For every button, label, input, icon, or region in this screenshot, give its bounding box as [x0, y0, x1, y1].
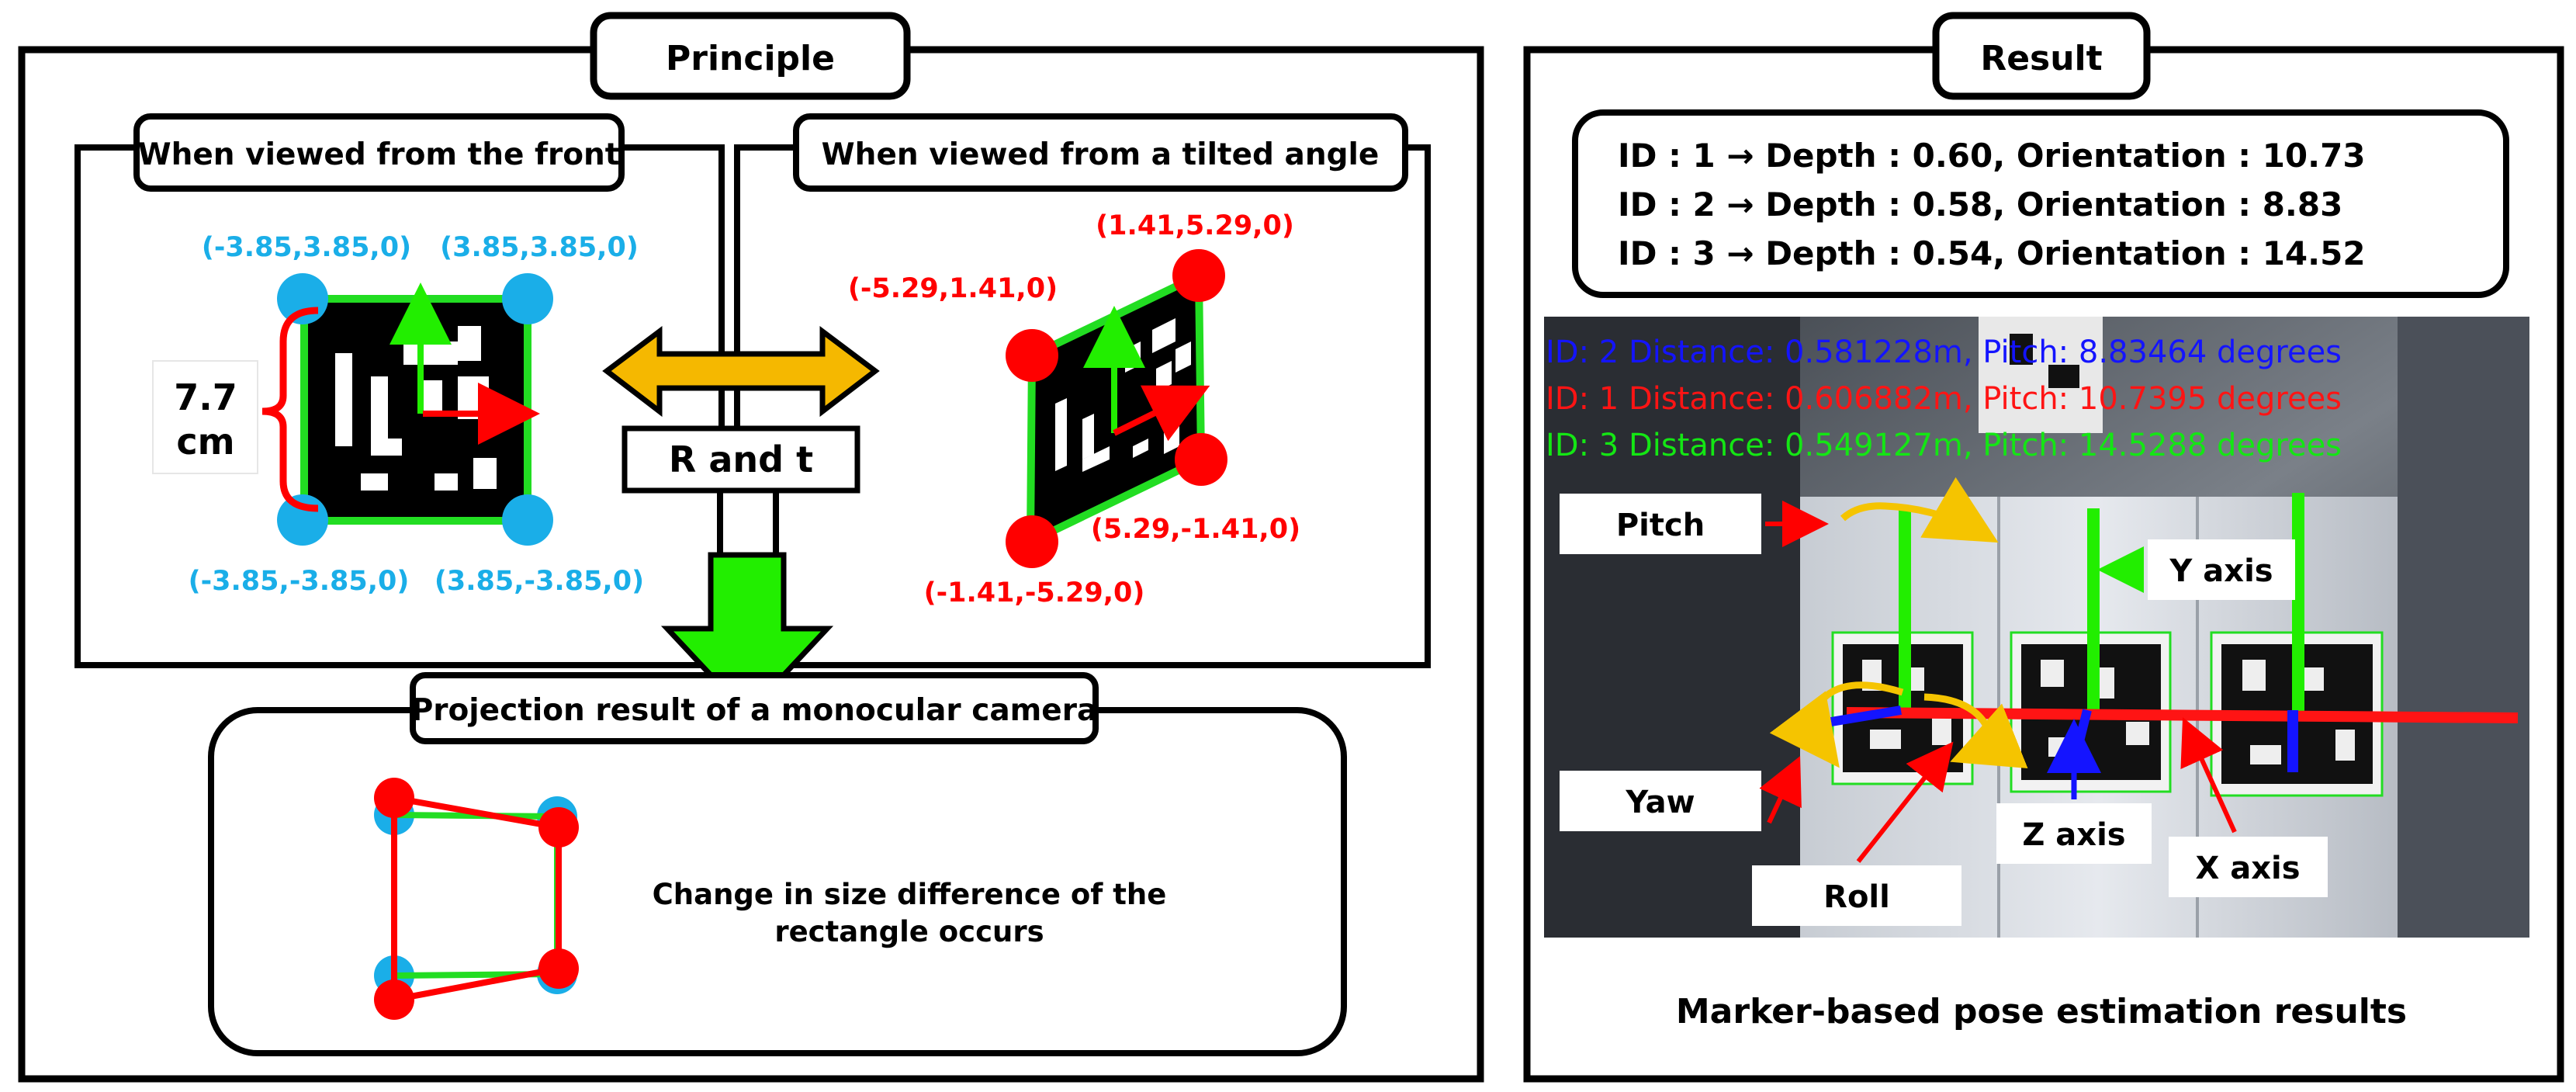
pitch-label: Pitch — [1616, 508, 1705, 543]
front-view-panel: When viewed from the front — [74, 113, 725, 668]
double-arrow-icon — [602, 326, 880, 418]
size-label-value: 7.7 — [174, 376, 237, 418]
projection-panel: Projection result of a monocular camera … — [208, 672, 1347, 1056]
y-axis-label: Y axis — [2169, 553, 2273, 589]
pitch-label-box — [1560, 494, 1761, 554]
tilted-corner-left — [1006, 329, 1058, 382]
size-label-unit: cm — [176, 421, 234, 463]
projection-title: Projection result of a monocular camera — [411, 693, 1098, 728]
overlay-line-id3: ID: 3 Distance: 0.549127m, Pitch: 14.528… — [1546, 428, 2342, 463]
front-corner-bottom-right — [502, 494, 553, 546]
result-caption: Marker-based pose estimation results — [1676, 992, 2407, 1031]
front-aruco-marker — [300, 283, 540, 525]
result-summary-box — [1572, 109, 2509, 298]
tilted-corner-bottom — [1006, 515, 1058, 568]
camera-image: ID: 2 Distance: 0.581228m, Pitch: 8.8346… — [1544, 317, 2529, 938]
yaw-label-box — [1560, 771, 1761, 831]
projection-caption-line1: Change in size difference of the — [653, 878, 1167, 911]
roll-rotation-icon — [1923, 693, 2028, 769]
overlay-line-id2: ID: 2 Distance: 0.581228m, Pitch: 8.8346… — [1546, 335, 2342, 370]
tilted-view-title: When viewed from a tilted angle — [822, 137, 1380, 172]
transform-label-box — [621, 425, 860, 494]
tilted-view-title-box — [793, 113, 1408, 192]
tilted-view-panel: When viewed from a tilted angle — [734, 113, 1431, 668]
front-corner-top-right — [502, 273, 553, 324]
front-corner-bottom-left — [277, 494, 328, 546]
projection-shapes — [374, 778, 579, 1020]
tilted-corner-label-bottom: (-1.41,-5.29,0) — [924, 577, 1145, 608]
principle-title: Principle — [666, 39, 835, 78]
front-corner-top-left — [277, 273, 328, 324]
pitch-rotation-icon — [1840, 477, 1999, 543]
z-axis-label: Z axis — [2022, 817, 2125, 853]
result-title: Result — [1980, 39, 2102, 78]
size-bracket — [261, 307, 319, 512]
projection-title-box — [410, 672, 1099, 744]
x-axis-label-box — [2169, 837, 2328, 897]
z-axis-label-box — [1996, 803, 2152, 864]
size-label-box — [152, 360, 258, 474]
projection-caption-line2: rectangle occurs — [774, 915, 1044, 948]
front-corner-label-bl: (-3.85,-3.85,0) — [189, 566, 410, 597]
result-line-3: ID : 3 → Depth : 0.54, Orientation : 14.… — [1618, 234, 2366, 272]
front-corner-label-tl: (-3.85,3.85,0) — [202, 232, 411, 263]
front-corner-label-tr: (3.85,3.85,0) — [440, 232, 639, 263]
yaw-rotation-icon — [1769, 681, 1904, 768]
front-view-title-box — [133, 113, 625, 192]
transform-connector: R and t — [602, 326, 880, 748]
yaw-label: Yaw — [1625, 785, 1695, 820]
tilted-corner-label-top: (1.41,5.29,0) — [1096, 210, 1294, 241]
overlay-line-id1: ID: 1 Distance: 0.606882m, Pitch: 10.739… — [1546, 381, 2342, 417]
principle-panel: Principle When viewed from the front — [18, 12, 1484, 1083]
tilted-corner-label-right: (5.29,-1.41,0) — [1091, 514, 1300, 545]
y-axis-label-box — [2148, 539, 2295, 600]
principle-title-box — [590, 12, 911, 100]
front-view-title: When viewed from the front — [138, 137, 620, 172]
tilted-corner-right — [1175, 433, 1227, 486]
result-line-1: ID : 1 → Depth : 0.60, Orientation : 10.… — [1618, 137, 2366, 175]
tilted-aruco-marker — [1026, 269, 1210, 548]
roll-label-box — [1752, 865, 1961, 926]
result-line-2: ID : 2 → Depth : 0.58, Orientation : 8.8… — [1618, 185, 2342, 224]
tilted-corner-label-left: (-5.29,1.41,0) — [848, 273, 1058, 304]
tilted-corner-top — [1172, 249, 1225, 302]
transform-label: R and t — [669, 439, 813, 480]
roll-label: Roll — [1823, 879, 1890, 915]
front-corner-label-br: (3.85,-3.85,0) — [435, 566, 644, 597]
down-arrow-icon — [660, 552, 834, 719]
result-title-box — [1932, 12, 2151, 100]
result-panel: Result ID : 1 → Depth : 0.60, Orientatio… — [1523, 12, 2564, 1083]
x-axis-label: X axis — [2195, 851, 2300, 886]
